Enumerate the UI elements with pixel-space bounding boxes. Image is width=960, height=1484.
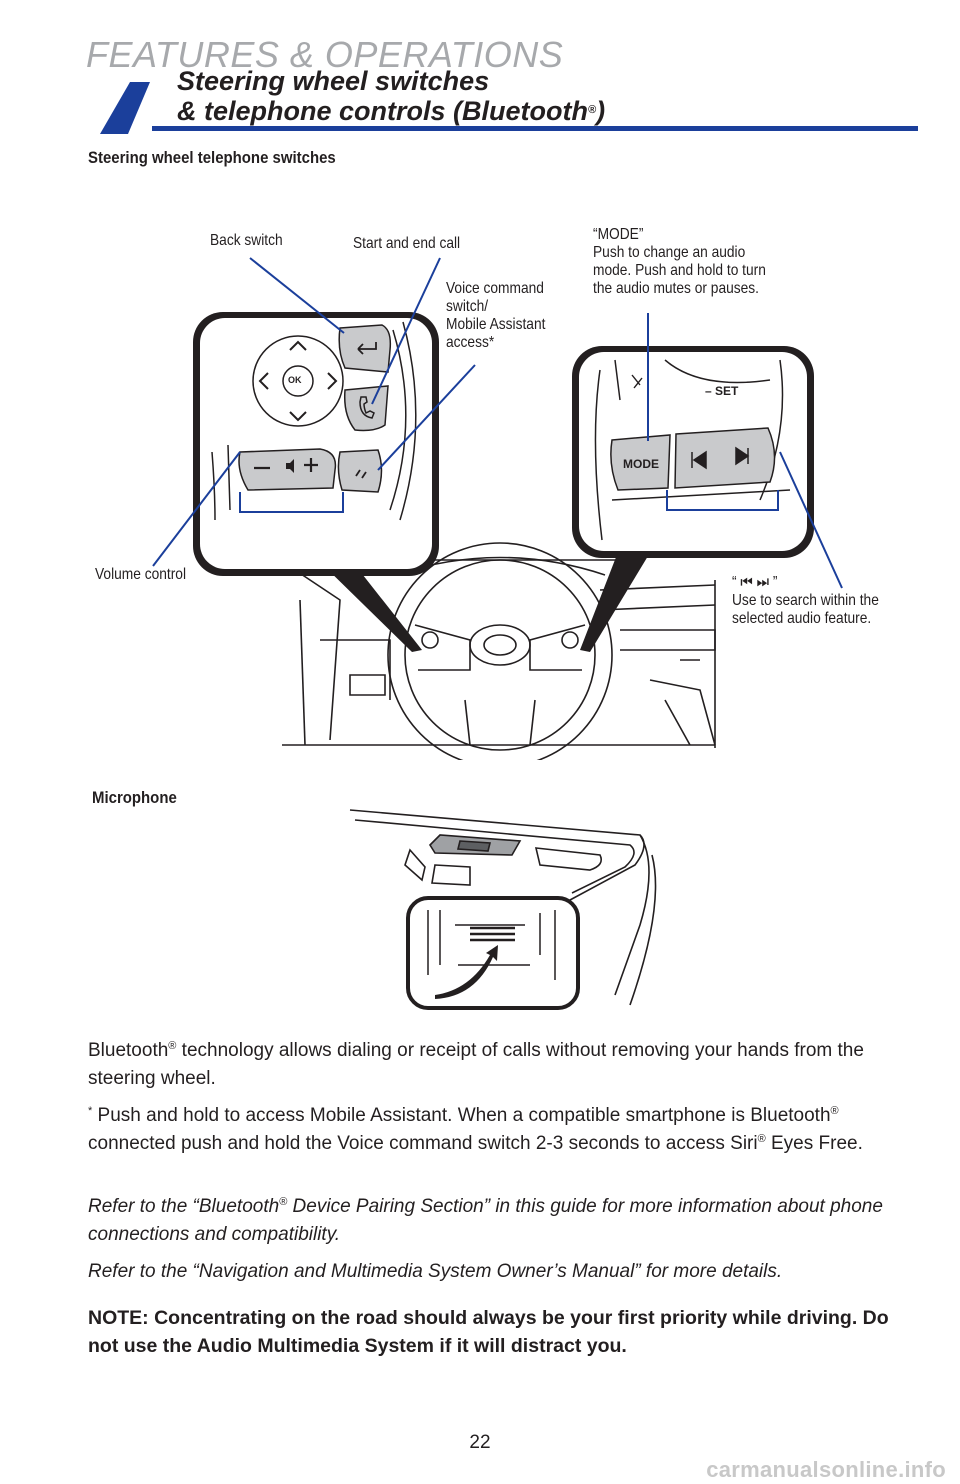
pairing-reference: Refer to the “Bluetooth® Device Pairing … [88, 1196, 883, 1245]
steering-heading: Steering wheel telephone switches [88, 148, 336, 167]
phone-icon [359, 396, 375, 419]
mode-label: “MODE” Push to change an audio mode. Pus… [593, 226, 766, 297]
steering-illustration [152, 257, 843, 760]
page-number: 22 [469, 1432, 491, 1453]
right-pointer-wedge [580, 552, 648, 652]
microphone-heading: Microphone [92, 788, 177, 807]
seek-label: “ ⏮ ⏭ ” Use to search within the selecte… [732, 574, 879, 627]
pointer-arrow-icon [435, 945, 498, 999]
right-callout-box [572, 346, 814, 558]
left-callout-box [193, 312, 439, 576]
volume-plus-minus-icon [254, 458, 318, 472]
ok-button-label: OK [288, 375, 302, 385]
header-accent-bar [100, 82, 918, 134]
start-end-call-label: Start and end call [353, 235, 461, 252]
bluetooth-paragraph: Bluetooth® technology allows dialing or … [88, 1040, 864, 1089]
section-header: FEATURES & OPERATIONS [86, 34, 564, 75]
microphone-grille-icon [470, 926, 515, 942]
page-title: Steering wheel switches & telephone cont… [177, 66, 605, 126]
set-button-label: – SET [705, 384, 739, 398]
seek-forward-icon [735, 446, 750, 466]
voice-icon [355, 469, 367, 479]
back-arrow-icon [357, 342, 377, 355]
title-line-1: Steering wheel switches [177, 66, 490, 96]
back-switch-label: Back switch [210, 232, 283, 249]
speaker-icon [286, 459, 294, 473]
mode-button-label: MODE [623, 457, 659, 471]
left-pointer-wedge [318, 556, 422, 652]
microphone-illustration [349, 809, 657, 1010]
mobile-assistant-footnote: * Push and hold to access Mobile Assista… [88, 1105, 863, 1154]
callout-leaders [152, 257, 843, 589]
header-underline [152, 126, 918, 131]
seek-symbols: “ ⏮ ⏭ ” [732, 574, 778, 591]
safety-note: NOTE: Concentrating on the road should a… [88, 1307, 889, 1357]
watermark: carmanualsonline.info [706, 1457, 946, 1482]
skip-forward-glyph-icon: ⏭ [756, 574, 770, 591]
skip-back-glyph-icon: ⏮ [740, 574, 753, 591]
title-line-2: & telephone controls (Bluetooth®) [177, 96, 606, 126]
volume-control-label: Volume control [95, 566, 187, 583]
voice-command-label: Voice command switch/ Mobile Assistant a… [446, 280, 546, 351]
manual-reference: Refer to the “Navigation and Multimedia … [88, 1261, 783, 1282]
blue-parallelogram [100, 82, 150, 134]
seek-back-icon [691, 450, 707, 470]
